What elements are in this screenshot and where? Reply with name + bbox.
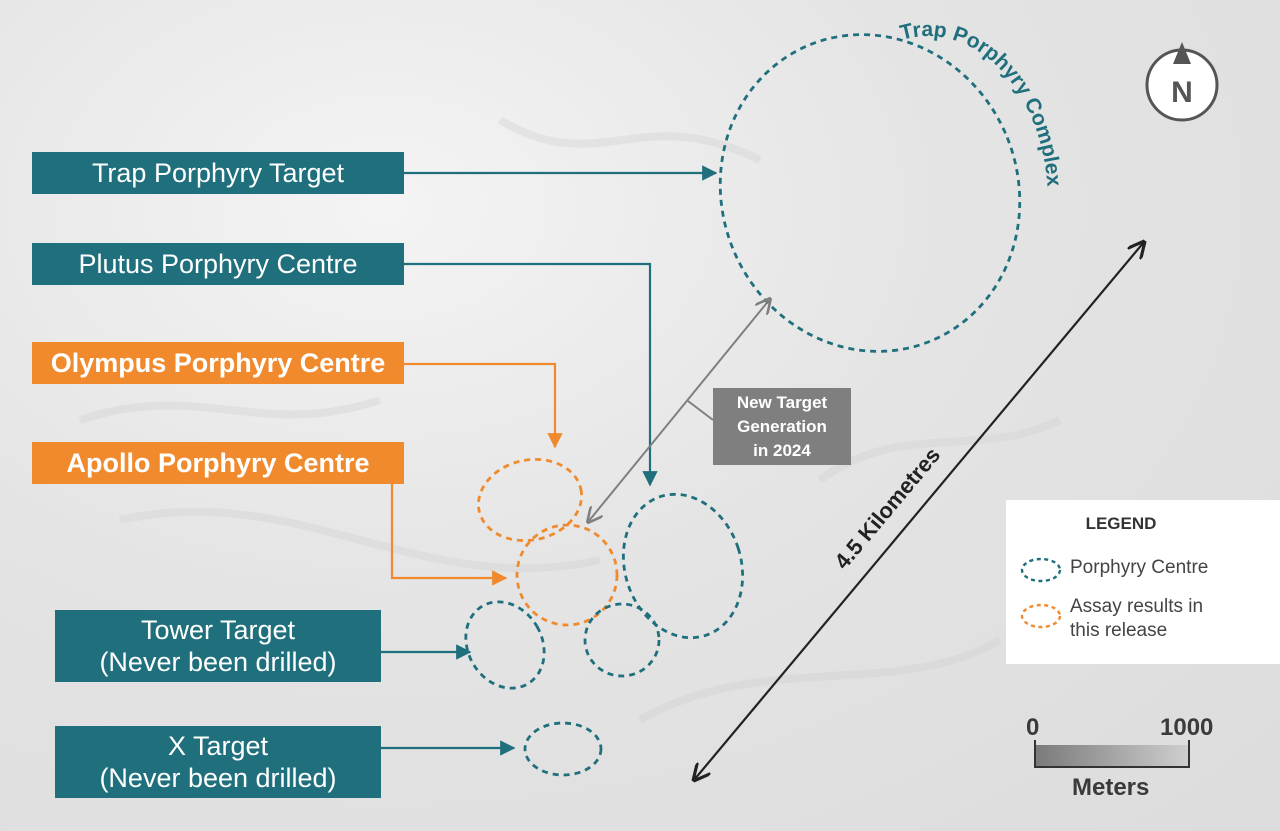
apollo-porphyry-centre-label: Apollo Porphyry Centre (32, 442, 404, 484)
north-arrow: N (1145, 42, 1219, 122)
new-target-line1: New Target (736, 392, 828, 412)
legend-porphyry-swatch (1020, 557, 1062, 583)
olympus-porphyry-centre (477, 458, 583, 542)
olympus-porphyry-centre-label: Olympus Porphyry Centre (32, 342, 404, 384)
new-target-generation-callout: New Target Generation in 2024 (713, 388, 851, 465)
trap-porphyry-target-label: Trap Porphyry Target (32, 152, 404, 194)
legend-panel: LEGEND Porphyry Centre Assay results in … (1006, 500, 1280, 664)
legend-assay-line2: this release (1070, 620, 1168, 641)
small-porphyry-centre (583, 602, 661, 678)
olympus-arrow (404, 362, 563, 449)
new-target-line3: in 2024 (753, 440, 811, 460)
trap-complex-label: Trap Porphyry Complex (898, 18, 1066, 188)
olympus-porphyry-centre-text: Olympus Porphyry Centre (50, 348, 386, 378)
scale-bar (1035, 745, 1189, 767)
legend-title: LEGEND (1085, 514, 1157, 533)
x-target-outline (523, 721, 603, 777)
new-target-line2: Generation (737, 416, 827, 436)
tower-target-label: Tower Target (Never been drilled) (55, 610, 381, 682)
tower-target-subtitle: (Never been drilled) (99, 647, 337, 677)
x-target-title: X Target (167, 731, 269, 761)
apollo-arrow (390, 463, 508, 586)
plutus-porphyry-centre-label: Plutus Porphyry Centre (32, 243, 404, 285)
tower-target-outline (464, 600, 546, 690)
x-target-subtitle: (Never been drilled) (99, 763, 337, 793)
legend-assay-text: Assay results in this release (1070, 595, 1270, 643)
apollo-porphyry-centre (515, 523, 619, 627)
scale-min-label: 0 (1026, 714, 1040, 741)
legend-assay-swatch (1020, 603, 1062, 629)
x-target-label: X Target (Never been drilled) (55, 726, 381, 798)
tower-target-title: Tower Target (140, 615, 296, 645)
plutus-porphyry-centre-text: Plutus Porphyry Centre (78, 249, 358, 279)
north-arrow-pointer-icon (1173, 42, 1191, 64)
new-target-pointer (687, 400, 714, 421)
trap-porphyry-complex-outline (718, 33, 1022, 353)
plutus-arrow (404, 262, 658, 487)
plutus-porphyry-centre (622, 492, 744, 640)
legend-porphyry-centre-text: Porphyry Centre (1070, 557, 1209, 578)
distance-measure-arrow (694, 242, 1144, 780)
trap-porphyry-target-text: Trap Porphyry Target (91, 158, 345, 188)
legend-assay-line1: Assay results in (1070, 596, 1204, 617)
scale-max-label: 1000 (1160, 714, 1214, 741)
north-label: N (1171, 76, 1193, 109)
apollo-porphyry-centre-text: Apollo Porphyry Centre (66, 448, 370, 478)
scale-unit-label: Meters (1072, 774, 1150, 801)
